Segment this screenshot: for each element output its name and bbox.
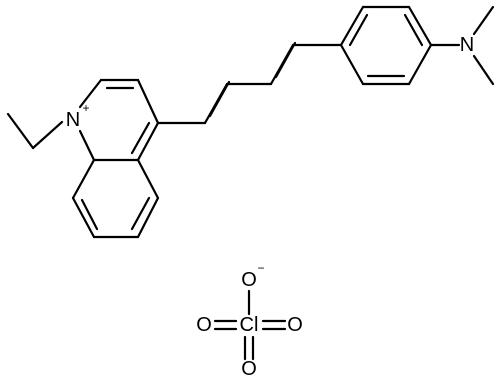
bond-namine-methyl-top — [472, 5, 495, 36]
bond-c5-c6 — [136, 196, 160, 239]
bond-c8-c8a — [71, 158, 96, 200]
bond-c5-c6-inner — [130, 196, 151, 231]
charge-n-ring: + — [82, 101, 89, 115]
atom-labels: N + N Cl O − O O O — [66, 34, 474, 380]
bond-ar4-ar5 — [407, 43, 433, 86]
bond-c4-c4a — [136, 121, 160, 162]
atom-label-cl: Cl — [240, 314, 259, 336]
butadiene-linker-bonds — [156, 41, 343, 125]
bond-ar1-ar2 — [339, 5, 365, 47]
atom-label-o-top: O — [241, 269, 257, 291]
bond-c4a-c5 — [136, 158, 160, 200]
bond-n1-ethyl-ch2 — [31, 120, 64, 150]
bond-n1-c2 — [78, 78, 103, 109]
atom-label-o-right: O — [287, 314, 303, 336]
bond-c3-c4 — [136, 78, 160, 125]
perchlorate-bonds — [213, 289, 287, 361]
bond-c4-c4a-inner — [130, 121, 151, 155]
bond-namine-methyl-bottom — [472, 54, 495, 86]
atom-label-n-ring: N — [66, 109, 80, 131]
atom-label-o-bottom: O — [241, 358, 257, 380]
bond-ar6-ar1 — [339, 43, 365, 86]
atom-label-n-amine: N — [460, 34, 474, 56]
bond-ethyl-ch2-ch3 — [6, 112, 35, 150]
bond-c7-c8 — [71, 196, 96, 239]
charge-o-top: − — [257, 261, 264, 275]
dimethylaminophenyl-bonds — [339, 5, 495, 86]
bond-ca-cb-inner — [208, 80, 231, 118]
bond-c8a-n1 — [78, 129, 96, 162]
quinolinium-bonds — [6, 78, 160, 239]
atom-label-o-left: O — [196, 314, 212, 336]
bond-ar3-ar4-inner — [403, 13, 424, 47]
bond-ar3-ar4 — [407, 5, 433, 47]
bond-cc-cd-inner — [274, 41, 297, 79]
bond-c7-c8-inner — [80, 198, 99, 231]
bond-ar1-ar2-inner — [348, 13, 369, 47]
